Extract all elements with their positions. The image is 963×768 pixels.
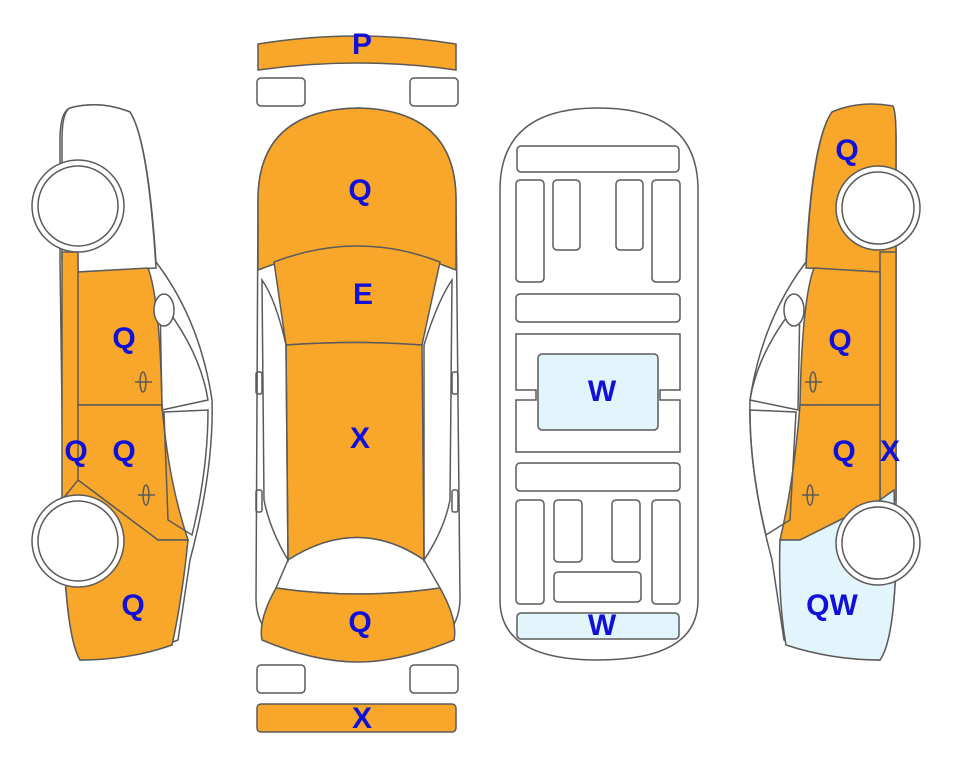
underbody-part bbox=[552, 179, 581, 251]
side-mirror-icon bbox=[783, 293, 805, 327]
underbody-part bbox=[515, 499, 545, 605]
underbody-part bbox=[515, 293, 681, 323]
left-side-view: Q Q Q Q bbox=[31, 104, 213, 661]
underbody-part bbox=[553, 499, 583, 563]
right-pillar-label: X bbox=[880, 435, 900, 468]
right-rear-door-label: Q bbox=[832, 435, 855, 468]
top-left-mirror-rear bbox=[255, 489, 263, 513]
front-right-light bbox=[409, 77, 459, 107]
front-bumper-label: P bbox=[352, 28, 372, 61]
rear-right-light bbox=[409, 664, 459, 694]
left-front-door-label: Q bbox=[112, 322, 135, 355]
door-handle-icon bbox=[802, 484, 819, 506]
right-front-door-label: Q bbox=[828, 324, 851, 357]
underbody-frame bbox=[515, 333, 681, 453]
hood-label: Q bbox=[348, 174, 371, 207]
side-mirror-icon bbox=[153, 293, 175, 327]
door-handle-icon bbox=[805, 371, 822, 393]
top-left-side-window bbox=[261, 277, 289, 563]
windshield-label: E bbox=[353, 278, 373, 311]
front-left-light bbox=[256, 77, 306, 107]
door-handle-icon bbox=[135, 371, 152, 393]
underbody-part bbox=[516, 145, 680, 173]
underbody-part bbox=[515, 179, 545, 283]
left-rocker-label: Q bbox=[64, 435, 87, 468]
underbody-part bbox=[615, 179, 644, 251]
underbody-center-panel bbox=[537, 353, 659, 431]
underbody-rear-label: W bbox=[588, 609, 617, 642]
wheel-icon bbox=[31, 159, 125, 253]
wheel-icon bbox=[835, 500, 921, 586]
top-right-mirror bbox=[451, 371, 459, 395]
roof-label: X bbox=[350, 422, 370, 455]
underbody-part bbox=[515, 462, 681, 492]
front-bumper-panel bbox=[257, 35, 457, 71]
underbody-view: W W bbox=[499, 107, 699, 661]
right-front-fender-label: Q bbox=[835, 134, 858, 167]
top-left-mirror bbox=[255, 371, 263, 395]
top-view: P Q E X Q X bbox=[255, 28, 461, 735]
underbody-part bbox=[651, 179, 681, 283]
rear-bumper-label: X bbox=[352, 702, 372, 735]
underbody-part bbox=[553, 571, 642, 603]
trunk-label: Q bbox=[348, 606, 371, 639]
right-side-window-rear bbox=[749, 409, 797, 537]
underbody-outline bbox=[499, 107, 699, 661]
wheel-icon bbox=[31, 494, 125, 588]
right-side-view: Q Q Q X QW bbox=[749, 103, 921, 661]
underbody-part bbox=[611, 499, 641, 563]
top-right-mirror-rear bbox=[451, 489, 459, 513]
wheel-icon bbox=[835, 165, 921, 251]
top-right-side-window bbox=[423, 277, 453, 563]
underbody-rear-panel bbox=[516, 612, 680, 640]
right-rear-fender-label: QW bbox=[806, 589, 858, 622]
rear-bumper-panel bbox=[256, 703, 457, 733]
left-rear-fender-label: Q bbox=[121, 589, 144, 622]
rear-left-light bbox=[256, 664, 306, 694]
underbody-center-label: W bbox=[588, 375, 617, 408]
door-handle-icon bbox=[138, 484, 155, 506]
underbody-part bbox=[651, 499, 681, 605]
trunk-panel bbox=[260, 587, 456, 663]
left-side-window-rear bbox=[163, 409, 209, 537]
left-rear-door-label: Q bbox=[112, 435, 135, 468]
